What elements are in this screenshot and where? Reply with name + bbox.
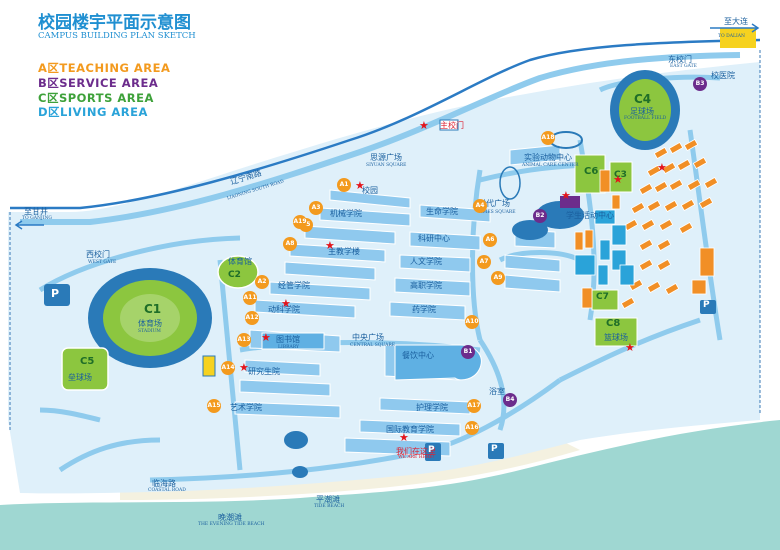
dormitory-blocks [574, 138, 719, 310]
parking-lots [44, 284, 716, 461]
sea [0, 420, 780, 550]
pond-3 [499, 166, 521, 200]
gym [217, 255, 259, 289]
stadium-field-inner [120, 294, 180, 342]
campus-land [8, 62, 760, 494]
court-c7 [591, 289, 619, 311]
football-field [619, 79, 671, 141]
arrow-ganjing [14, 220, 44, 230]
library [261, 332, 325, 350]
yellow-lot [202, 355, 216, 377]
main-gate-box [439, 119, 459, 131]
campus-boundary [9, 50, 761, 430]
pond-4 [512, 220, 548, 240]
softball-field [61, 347, 109, 391]
central-restaurant [394, 344, 482, 381]
pond-1 [284, 431, 308, 449]
court-c8 [594, 317, 638, 347]
dorm-blue [574, 209, 635, 286]
arrow-dalian [710, 23, 760, 33]
north-road-inner [20, 52, 741, 225]
court-c3 [609, 161, 633, 193]
pond-2 [292, 466, 308, 478]
b5-building [560, 196, 580, 208]
yellow-lot-east [720, 28, 756, 48]
north-road [10, 38, 761, 210]
teaching-buildings [234, 144, 561, 457]
